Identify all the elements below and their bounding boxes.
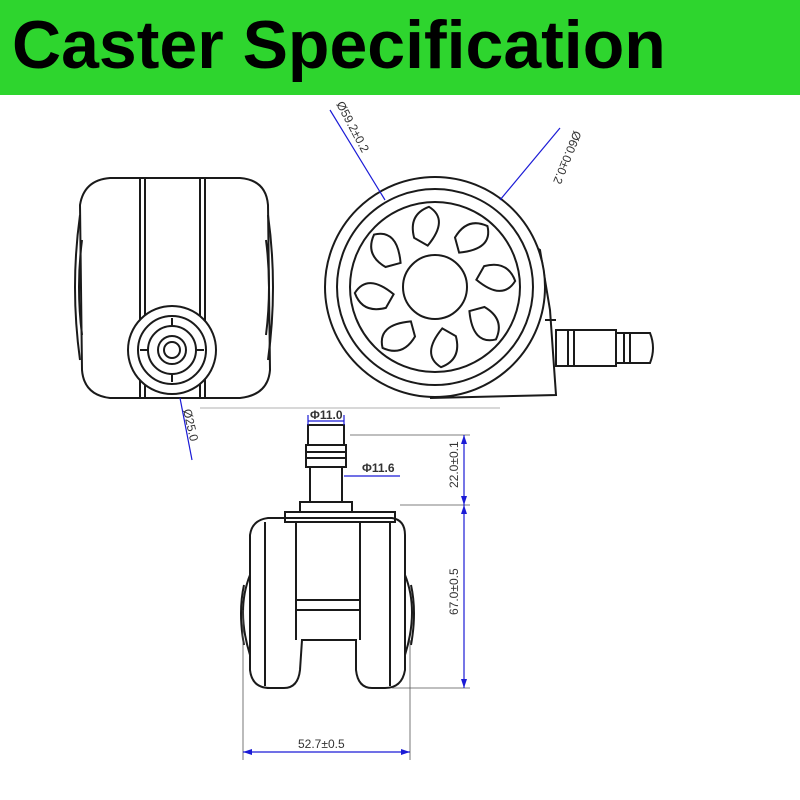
caster-front-view bbox=[324, 176, 654, 399]
wheel-spoke bbox=[411, 205, 440, 247]
wheel-spoke bbox=[370, 232, 402, 269]
socket-diameter-leader bbox=[179, 397, 193, 461]
wheel-spokes bbox=[353, 205, 517, 369]
caster-side-view bbox=[74, 177, 274, 399]
wheel-spoke bbox=[475, 263, 517, 292]
body-height-label: 67.0±0.5 bbox=[447, 568, 461, 615]
wheel-spoke bbox=[380, 320, 417, 352]
page-title: Caster Specification bbox=[12, 7, 666, 83]
caster-bottom-view bbox=[240, 424, 415, 689]
dimension-arrows bbox=[243, 435, 467, 755]
wheel-spoke bbox=[468, 305, 500, 342]
stem-diameter-label: Φ11.6 bbox=[362, 461, 395, 475]
body-width-label: 52.7±0.5 bbox=[298, 737, 345, 751]
title-banner: Caster Specification bbox=[0, 0, 800, 95]
socket-diameter-label: Ø25.0 bbox=[180, 408, 201, 443]
wheel-spoke bbox=[453, 222, 490, 254]
stem-length-label: 22.0±0.1 bbox=[447, 441, 461, 488]
stem-tip-diameter-label: Φ11.0 bbox=[310, 408, 343, 422]
wheel-spoke bbox=[430, 327, 459, 369]
front-view-leaders bbox=[329, 109, 561, 201]
outer-diameter-label: Ø60.0±0.2 bbox=[550, 129, 584, 186]
bottom-view-dimension-lines bbox=[242, 415, 470, 760]
wheel-spoke bbox=[353, 282, 395, 311]
